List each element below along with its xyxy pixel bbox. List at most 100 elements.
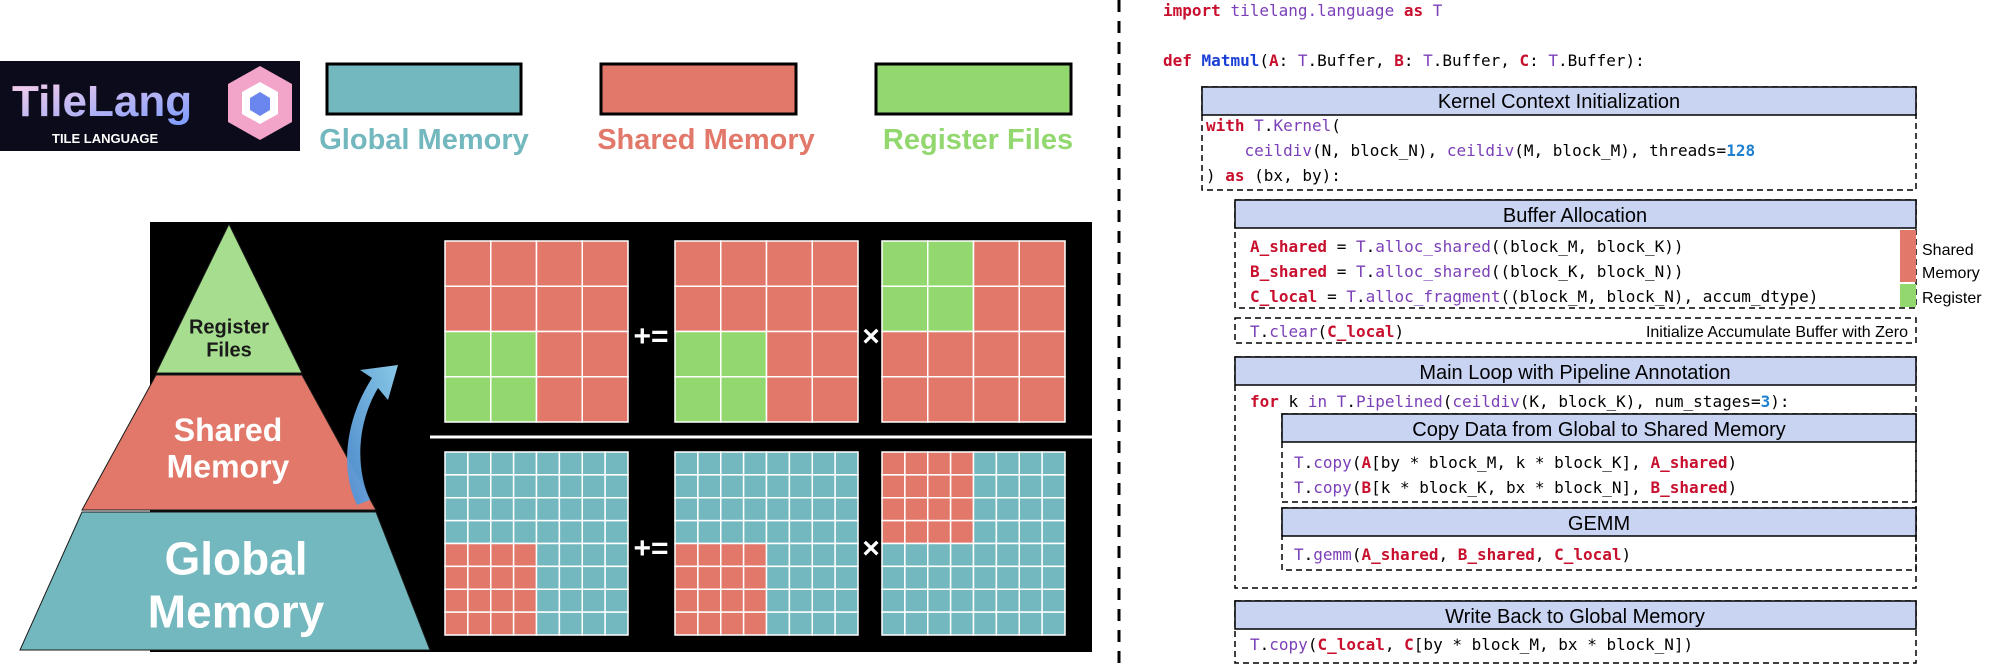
tile-cell — [558, 611, 583, 636]
tile-cell — [535, 330, 583, 378]
tile-cell — [490, 542, 515, 568]
tile-cell — [697, 451, 722, 476]
kernel-line-3: ) as (bx, by): — [1206, 166, 1341, 185]
tile-cell — [697, 474, 722, 499]
code-panel: import tilelang.language as T def Matmul… — [1163, 1, 1982, 664]
tile-cell — [490, 588, 515, 613]
tile-cell — [697, 611, 722, 636]
tile-cell — [972, 565, 998, 590]
tile-cell — [444, 588, 469, 613]
tile-cell — [881, 497, 906, 522]
tile-cell — [558, 542, 583, 568]
tile-cell — [811, 474, 836, 499]
tile-cell — [788, 611, 813, 636]
tile-cell — [535, 497, 561, 522]
tile-cell — [581, 588, 606, 613]
tile-cell — [535, 565, 561, 590]
tile-cell — [674, 285, 722, 333]
tile-cell — [995, 542, 1020, 568]
tile-cell — [720, 285, 768, 333]
tile-cell — [927, 497, 952, 522]
tile-cell — [490, 565, 515, 590]
def-line: def Matmul(A: T.Buffer, B: T.Buffer, C: … — [1163, 51, 1645, 70]
tile-cell — [881, 330, 929, 378]
tile-cell — [581, 611, 606, 636]
tile-cell — [1018, 565, 1043, 590]
loop-line: for k in T.Pipelined(ceildiv(K, block_K)… — [1250, 392, 1790, 411]
tile-cell — [467, 519, 492, 545]
main-loop-title: Main Loop with Pipeline Annotation — [1419, 362, 1730, 384]
tile-cell — [512, 519, 538, 545]
tile-cell — [535, 519, 561, 545]
alloc-side-label-2: Memory — [1922, 265, 1980, 282]
shared-tile-c — [444, 240, 629, 423]
clear-comment: Initialize Accumulate Buffer with Zero — [1646, 324, 1908, 341]
tile-cell — [811, 330, 859, 378]
tile-cell — [972, 542, 998, 568]
gemm-box — [1281, 507, 1917, 571]
global-tile-a — [674, 451, 859, 636]
tile-cell — [720, 519, 745, 545]
tile-cell — [881, 542, 906, 568]
tile-cell — [811, 497, 836, 522]
tile-cell — [742, 542, 768, 568]
tile-cell — [604, 588, 629, 613]
tile-cell — [720, 565, 745, 590]
tile-cell — [765, 542, 791, 568]
pyramid-label-word: Files — [206, 340, 252, 362]
tile-cell — [444, 497, 469, 522]
tile-cell — [765, 330, 813, 378]
tile-cell — [927, 519, 952, 545]
tile-cell — [1041, 542, 1066, 568]
tile-cell — [467, 588, 492, 613]
tile-cell — [558, 565, 583, 590]
tile-cell — [512, 588, 538, 613]
tile-cell — [765, 376, 813, 423]
tile-cell — [674, 451, 699, 476]
tile-cell — [765, 285, 813, 333]
tile-cell — [765, 588, 791, 613]
tile-cell — [927, 451, 952, 476]
tile-cell — [467, 451, 492, 476]
tile-cell — [788, 474, 813, 499]
legend: Global Memory Shared Memory Register Fil… — [319, 62, 1073, 156]
tile-cell — [1018, 474, 1043, 499]
tile-cell — [558, 474, 583, 499]
legend-label-register: Register Files — [883, 124, 1073, 156]
tile-cell — [927, 588, 952, 613]
tile-cell — [444, 611, 469, 636]
pyramid-label-word: Register — [189, 317, 269, 339]
tile-cell — [720, 542, 745, 568]
tile-cell — [490, 451, 515, 476]
tile-cell — [490, 519, 515, 545]
legend-swatch-global — [325, 62, 523, 116]
alloc-line-c: C_local = T.alloc_fragment((block_M, blo… — [1250, 287, 1818, 306]
pyramid-shared-tier — [81, 374, 377, 511]
tile-cell — [834, 474, 859, 499]
copy-header — [1281, 413, 1917, 443]
tile-cell — [720, 240, 768, 287]
tile-cell — [535, 376, 583, 423]
tile-cell — [927, 542, 952, 568]
shared-tile-b — [881, 240, 1066, 423]
tile-cell — [788, 565, 813, 590]
copy-line-b: T.copy(B[k * block_K, bx * block_N], B_s… — [1294, 478, 1737, 497]
tile-cell — [1018, 285, 1066, 333]
tile-cell — [881, 474, 906, 499]
tile-cell — [881, 376, 929, 423]
tile-cell — [1041, 497, 1066, 522]
kernel-context-title: Kernel Context Initialization — [1438, 91, 1680, 113]
tile-cell — [490, 240, 538, 287]
tile-cell — [927, 611, 952, 636]
tile-cell — [765, 497, 791, 522]
logo-title: TileLang — [12, 77, 192, 126]
tile-cell — [788, 519, 813, 545]
tile-cell — [995, 565, 1020, 590]
tile-cell — [765, 451, 791, 476]
copy-title: Copy Data from Global to Shared Memory — [1412, 419, 1786, 441]
tile-cell — [811, 542, 836, 568]
tile-cell — [949, 611, 975, 636]
tile-cell — [995, 588, 1020, 613]
tile-cell — [881, 588, 906, 613]
